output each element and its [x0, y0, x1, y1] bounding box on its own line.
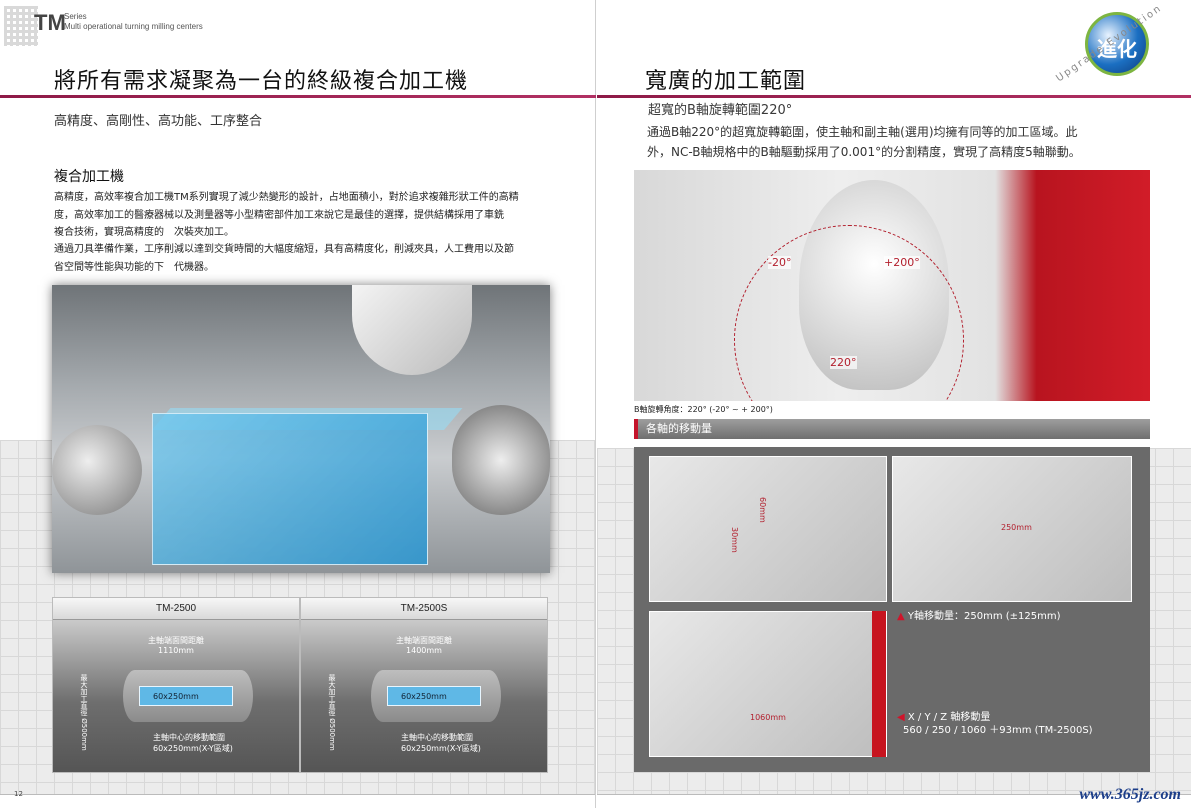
paragraph-1: 高精度，高效率複合加工機TM系列實現了減少熱變形的設計，占地面積小，對於追求複雜… — [54, 189, 554, 242]
spec-travel-area — [387, 686, 481, 706]
spec-width-value: 1110mm — [158, 646, 194, 655]
paragraph-2-line: 省空間等性能與功能的下 代機器。 — [54, 261, 214, 273]
xyz-title: X / Y / Z 軸移動量 — [907, 712, 991, 723]
spec-note-label: 主軸中心的移動範圍 — [153, 733, 225, 742]
b-axis-photo: -20° +200° 220° — [634, 170, 1150, 401]
work-envelope-box — [152, 413, 428, 565]
x-axis-photo: 30mm 60mm — [649, 456, 887, 602]
features-line: 高精度、高剛性、高功能、工序整合 — [54, 114, 263, 129]
dim-30: 30mm — [730, 527, 739, 553]
paragraph-2: 通過刀具準備作業，工序削減以達到交貨時間的大幅度縮短，具有高精度化，削減夾具，人… — [54, 241, 554, 276]
spec-box-tm2500: TM-2500 主軸端面間距離 1110mm 最大加工直徑 Ø500mm 60x… — [52, 597, 300, 773]
paragraph-1-line: 複合技術，實現高精度的 次裝夾加工。 — [54, 227, 234, 238]
angle-pos-label: +200° — [884, 256, 920, 269]
section-heading: 複合加工機 — [54, 169, 124, 185]
spec-note: 主軸中心的移動範圍 60x250mm(X-Y區域) — [401, 732, 481, 754]
y-axis-photo: 250mm — [892, 456, 1132, 602]
angle-neg-label: -20° — [768, 256, 792, 269]
b-axis-caption: B軸旋轉角度：220° (-20° ~ + 200°) — [634, 405, 773, 414]
spec-diameter-label: 最大加工直徑 — [328, 674, 336, 716]
series-small: Series — [64, 12, 87, 21]
spec-diameter-value: Ø500mm — [80, 718, 88, 751]
badge-text: 進化 — [1097, 37, 1137, 61]
z-axis-photo: 1060mm — [649, 611, 887, 757]
red-panel-strip — [872, 611, 886, 757]
spec-note-value: 60x250mm(X-Y區域) — [401, 744, 481, 753]
xyz-axis-label: ◀ X / Y / Z 軸移動量 560 / 250 / 1060 ＋93mm … — [897, 711, 1093, 737]
bottom-rule — [0, 794, 595, 808]
main-spindle-chuck — [52, 425, 142, 515]
title-rule — [0, 95, 596, 98]
spec-diameter: 最大加工直徑 Ø500mm — [77, 674, 89, 751]
triangle-left-icon: ◀ — [897, 712, 905, 723]
axes-travel-panel: 30mm 60mm 250mm 1060mm ▲ Y軸移動量：250mm (±1… — [634, 447, 1150, 772]
dim-250: 250mm — [1001, 523, 1032, 532]
paragraph-1-line: 度，高效率加工的醫療器械以及測量器等小型精密部件加工來說它是最佳的選擇，提供結構… — [54, 209, 504, 221]
spec-box-tm2500s: TM-2500S 主軸端面間距離 1400mm 最大加工直徑 Ø500mm 60… — [300, 597, 548, 773]
spec-inner-label: 60x250mm — [401, 692, 447, 701]
spec-width-label: 主軸端面間距離 — [148, 636, 204, 645]
page-number: 12 — [14, 790, 23, 798]
axes-travel-bar: 各軸的移動量 — [634, 419, 1150, 439]
left-page: TM Series Multi operational turning mill… — [0, 0, 596, 808]
spec-width: 主軸端面間距離 1110mm — [53, 636, 299, 656]
right-page: 寬廣的加工範圍 進化 Upgrade Evolution 超寬的B軸旋轉範圍22… — [597, 0, 1191, 808]
spec-width: 主軸端面間距離 1400mm — [301, 636, 547, 656]
spec-diameter: 最大加工直徑 Ø500mm — [325, 674, 337, 751]
page-title: 將所有需求凝聚為一台的終級複合加工機 — [54, 69, 469, 94]
evolution-badge-logo: 進化 — [1085, 12, 1149, 76]
bottom-rule — [597, 794, 1191, 808]
spec-note-label: 主軸中心的移動範圍 — [401, 733, 473, 742]
page-title: 寬廣的加工範圍 — [645, 69, 807, 94]
series-name: TM — [34, 10, 66, 35]
b-axis-heading: 超寬的B軸旋轉範圍220° — [648, 103, 793, 118]
spec-diameter-value: Ø500mm — [328, 718, 336, 751]
spec-note: 主軸中心的移動範圍 60x250mm(X-Y區域) — [153, 732, 233, 754]
b-axis-paragraph-line: 外，NC-B軸規格中的B軸驅動採用了0.001°的分割精度，實現了高精度5軸聯動… — [647, 145, 1081, 159]
triangle-up-icon: ▲ — [897, 611, 905, 622]
paragraph-1-line: 高精度，高效率複合加工機TM系列實現了減少熱變形的設計，占地面積小，對於追求複雜… — [54, 192, 519, 203]
spec-note-value: 60x250mm(X-Y區域) — [153, 744, 233, 753]
spec-width-label: 主軸端面間距離 — [396, 636, 452, 645]
spec-diameter-label: 最大加工直徑 — [80, 674, 88, 716]
spec-inner-label: 60x250mm — [153, 692, 199, 701]
b-axis-paragraph-line: 通過B軸220°的超寬旋轉範圍，使主軸和副主軸(選用)均擁有同等的加工區域。此 — [647, 125, 1078, 139]
sub-spindle-chuck — [452, 405, 550, 515]
paragraph-2-line: 通過刀具準備作業，工序削減以達到交貨時間的大幅度縮短，具有高精度化，削減夾具，人… — [54, 244, 514, 255]
dim-1060: 1060mm — [750, 713, 786, 722]
spec-model: TM-2500S — [301, 598, 547, 620]
y-axis-label: ▲ Y軸移動量：250mm (±125mm) — [897, 610, 1061, 623]
spec-model: TM-2500 — [53, 598, 299, 620]
angle-total-label: 220° — [830, 356, 857, 369]
spec-width-value: 1400mm — [406, 646, 442, 655]
y-axis-text: Y軸移動量：250mm (±125mm) — [907, 611, 1061, 622]
spec-travel-area — [139, 686, 233, 706]
series-subtitle: Multi operational turning milling center… — [64, 22, 203, 31]
milling-head — [352, 285, 472, 375]
dim-60: 60mm — [758, 497, 767, 523]
title-rule — [597, 95, 1191, 98]
xyz-values: 560 / 250 / 1060 ＋93mm (TM-2500S) — [903, 725, 1093, 736]
b-axis-paragraph: 通過B軸220°的超寬旋轉範圍，使主軸和副主軸(選用)均擁有同等的加工區域。此 … — [647, 122, 1157, 162]
pixel-decoration — [4, 6, 38, 46]
website-watermark: www.365jz.com — [1079, 786, 1181, 803]
machine-interior-photo — [52, 285, 550, 573]
